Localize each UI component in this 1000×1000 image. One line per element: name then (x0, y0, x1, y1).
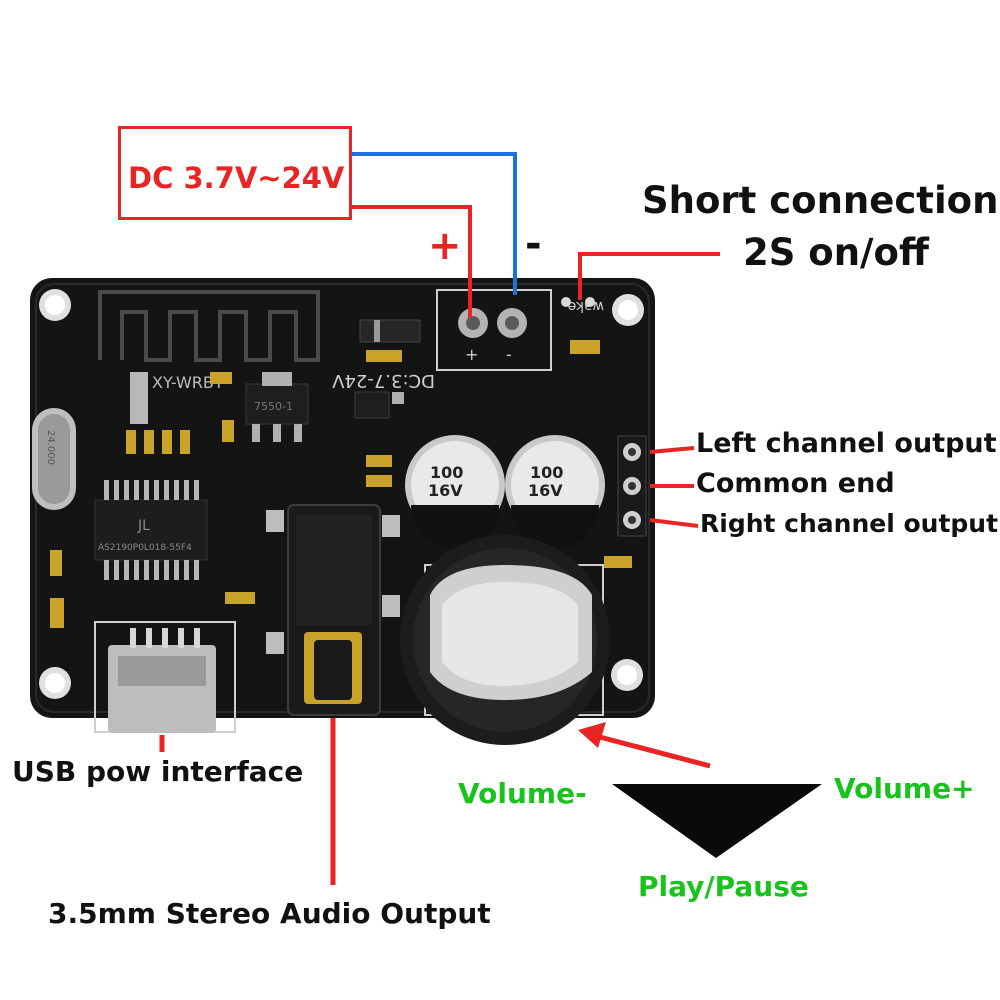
antenna-trace (98, 290, 320, 362)
svg-text:7550-1: 7550-1 (254, 400, 293, 413)
encoder-arrowhead (578, 722, 606, 748)
svg-text:100: 100 (530, 463, 563, 482)
svg-text:16V: 16V (428, 481, 463, 500)
svg-text:-: - (506, 345, 512, 364)
power-input-label: DC 3.7V~24V (128, 161, 345, 195)
power-terminal: + - (436, 289, 552, 371)
voltage-silk: DC:3.7-24V (331, 370, 435, 391)
right-channel-pointer (649, 518, 699, 528)
audio-output-label: 3.5mm Stereo Audio Output (48, 897, 491, 930)
audio-jack (266, 504, 400, 716)
volume-plus-label: Volume+ (834, 772, 975, 805)
common-end-label: Common end (696, 468, 895, 499)
volume-minus-label: Volume- (458, 777, 587, 810)
left-channel-label: Left channel output (696, 428, 997, 459)
left-channel-pointer (649, 446, 695, 454)
usb-port (94, 621, 236, 733)
power-input-box (118, 126, 352, 220)
play-pause-label: Play/Pause (638, 870, 809, 903)
minus-label: - (525, 221, 542, 267)
encoder-pointer (595, 733, 711, 769)
regulator: 7550-1 (245, 372, 309, 442)
control-triangle (612, 784, 822, 858)
svg-text:100: 100 (430, 463, 463, 482)
red-wire (352, 205, 472, 318)
svg-text:JL: JL (137, 518, 150, 534)
chip-pins (104, 480, 199, 580)
blue-wire (352, 152, 517, 295)
rotary-encoder (400, 535, 610, 745)
main-chip: JL AS2190P0L018-55F4 (94, 499, 208, 561)
plus-label: + (428, 223, 462, 269)
mounting-holes (39, 289, 644, 699)
svg-text:16V: 16V (528, 481, 563, 500)
capacitor-right: 100 16V (505, 435, 605, 549)
short-connection-label: Short connection (642, 179, 999, 222)
annotation-lines (159, 152, 720, 885)
svg-text:24.000: 24.000 (45, 430, 56, 465)
smd-components (50, 340, 632, 628)
diode (359, 319, 421, 343)
output-header (617, 435, 647, 537)
right-channel-label: Right channel output (700, 509, 999, 538)
svg-text:AS2190P0L018-55F4: AS2190P0L018-55F4 (98, 543, 192, 553)
module-name: XY-WRBT (152, 373, 224, 392)
crystal: 24.000 (32, 408, 76, 510)
usb-interface-label: USB pow interface (12, 755, 304, 788)
capacitor-left: 100 16V (405, 435, 505, 549)
svg-text:+: + (465, 345, 478, 364)
short-connection-sublabel: 2S on/off (743, 231, 929, 274)
wake-pointer (578, 252, 720, 300)
